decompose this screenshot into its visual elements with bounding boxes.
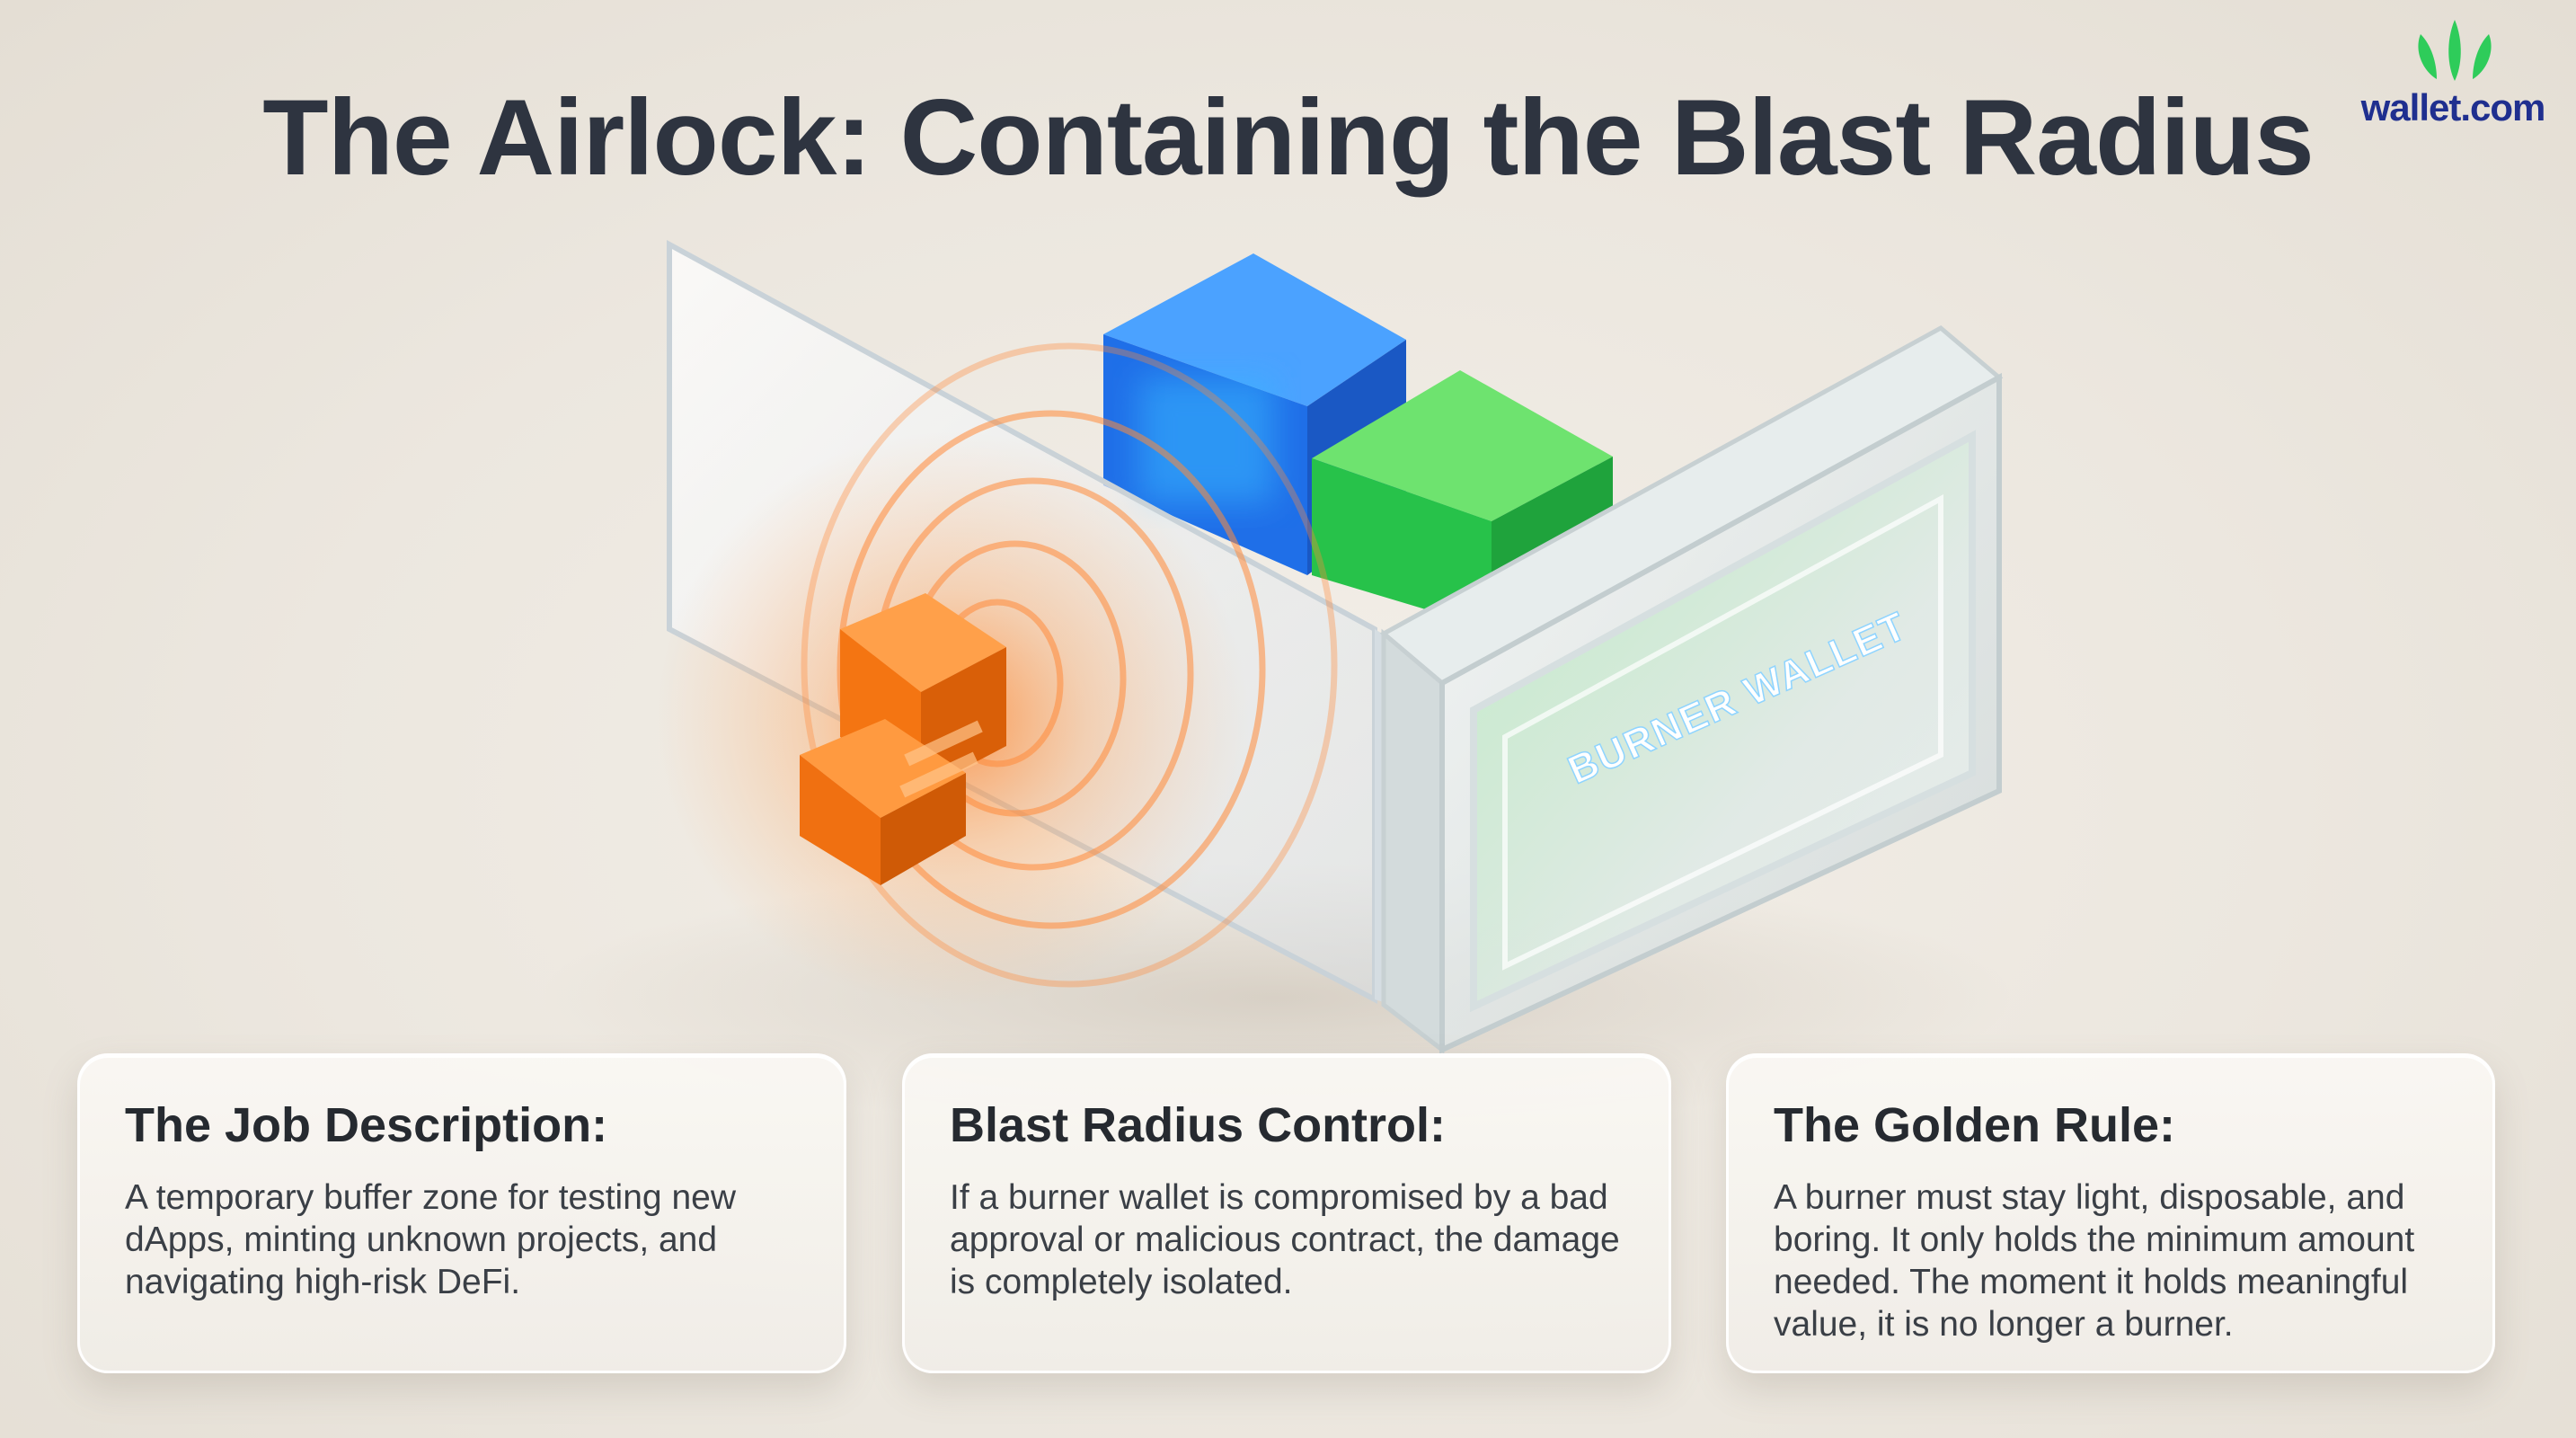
brand-logo-text: wallet.com bbox=[2360, 86, 2546, 129]
info-card-job-description: The Job Description: A temporary buffer … bbox=[77, 1053, 846, 1373]
card-body: A temporary buffer zone for testing new … bbox=[125, 1178, 736, 1301]
leaf-sprout-icon bbox=[2418, 20, 2492, 81]
info-card-blast-radius-control: Blast Radius Control: If a burner wallet… bbox=[902, 1053, 1671, 1373]
info-card-golden-rule: The Golden Rule: A burner must stay ligh… bbox=[1726, 1053, 2495, 1373]
card-body: A burner must stay light, disposable, an… bbox=[1774, 1178, 2415, 1344]
card-body: If a burner wallet is compromised by a b… bbox=[950, 1178, 1620, 1301]
threat-cube bbox=[800, 593, 1006, 885]
card-heading: Blast Radius Control: bbox=[950, 1098, 1447, 1152]
card-heading: The Job Description: bbox=[125, 1098, 608, 1152]
burner-wallet-block: BURNER WALLET bbox=[1379, 324, 2004, 1055]
page-title: The Airlock: Containing the Blast Radius bbox=[262, 77, 2314, 198]
brand-logo[interactable]: wallet.com bbox=[2336, 13, 2570, 129]
card-heading: The Golden Rule: bbox=[1774, 1098, 2176, 1152]
